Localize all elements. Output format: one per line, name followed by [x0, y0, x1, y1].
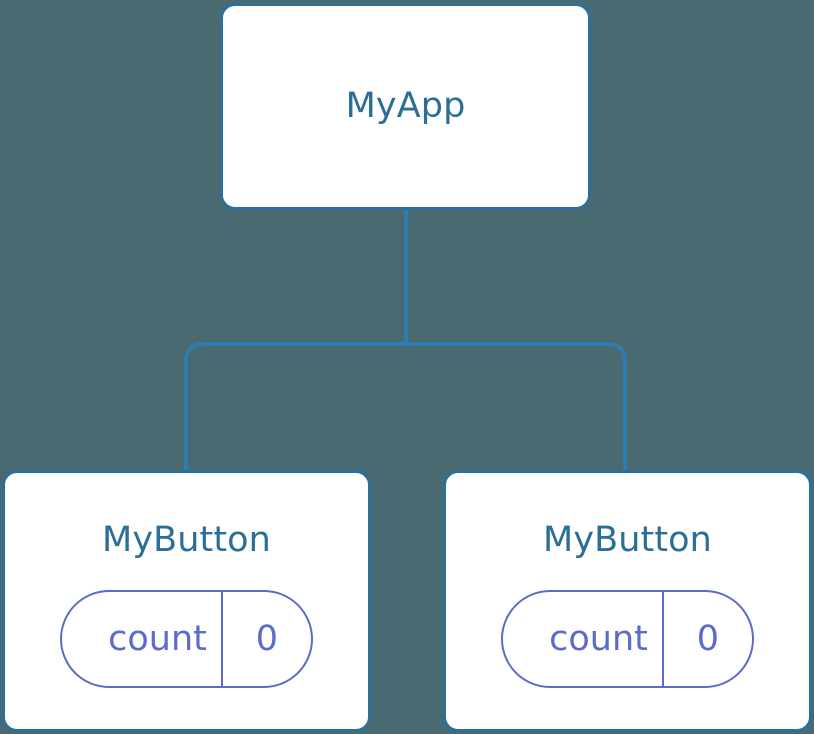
tree-node-root[interactable]: MyApp: [220, 3, 591, 210]
state-key-label: count: [549, 618, 648, 659]
state-key-label: count: [108, 618, 207, 659]
node-title: MyButton: [543, 520, 712, 560]
tree-node-child-0[interactable]: MyButton count 0: [2, 470, 371, 732]
state-value-label: 0: [255, 618, 279, 659]
edge-to-child-0: [184, 342, 406, 472]
state-value-label: 0: [696, 618, 720, 659]
state-badge[interactable]: count 0: [501, 590, 754, 688]
node-title: MyButton: [102, 520, 271, 560]
node-title: MyApp: [345, 86, 466, 126]
state-value-cell: 0: [223, 592, 311, 686]
edge-to-child-1: [406, 342, 627, 472]
state-value-cell: 0: [664, 592, 752, 686]
state-key-cell: count: [503, 592, 664, 686]
state-key-cell: count: [62, 592, 223, 686]
state-badge[interactable]: count 0: [60, 590, 313, 688]
tree-node-child-1[interactable]: MyButton count 0: [443, 470, 812, 732]
